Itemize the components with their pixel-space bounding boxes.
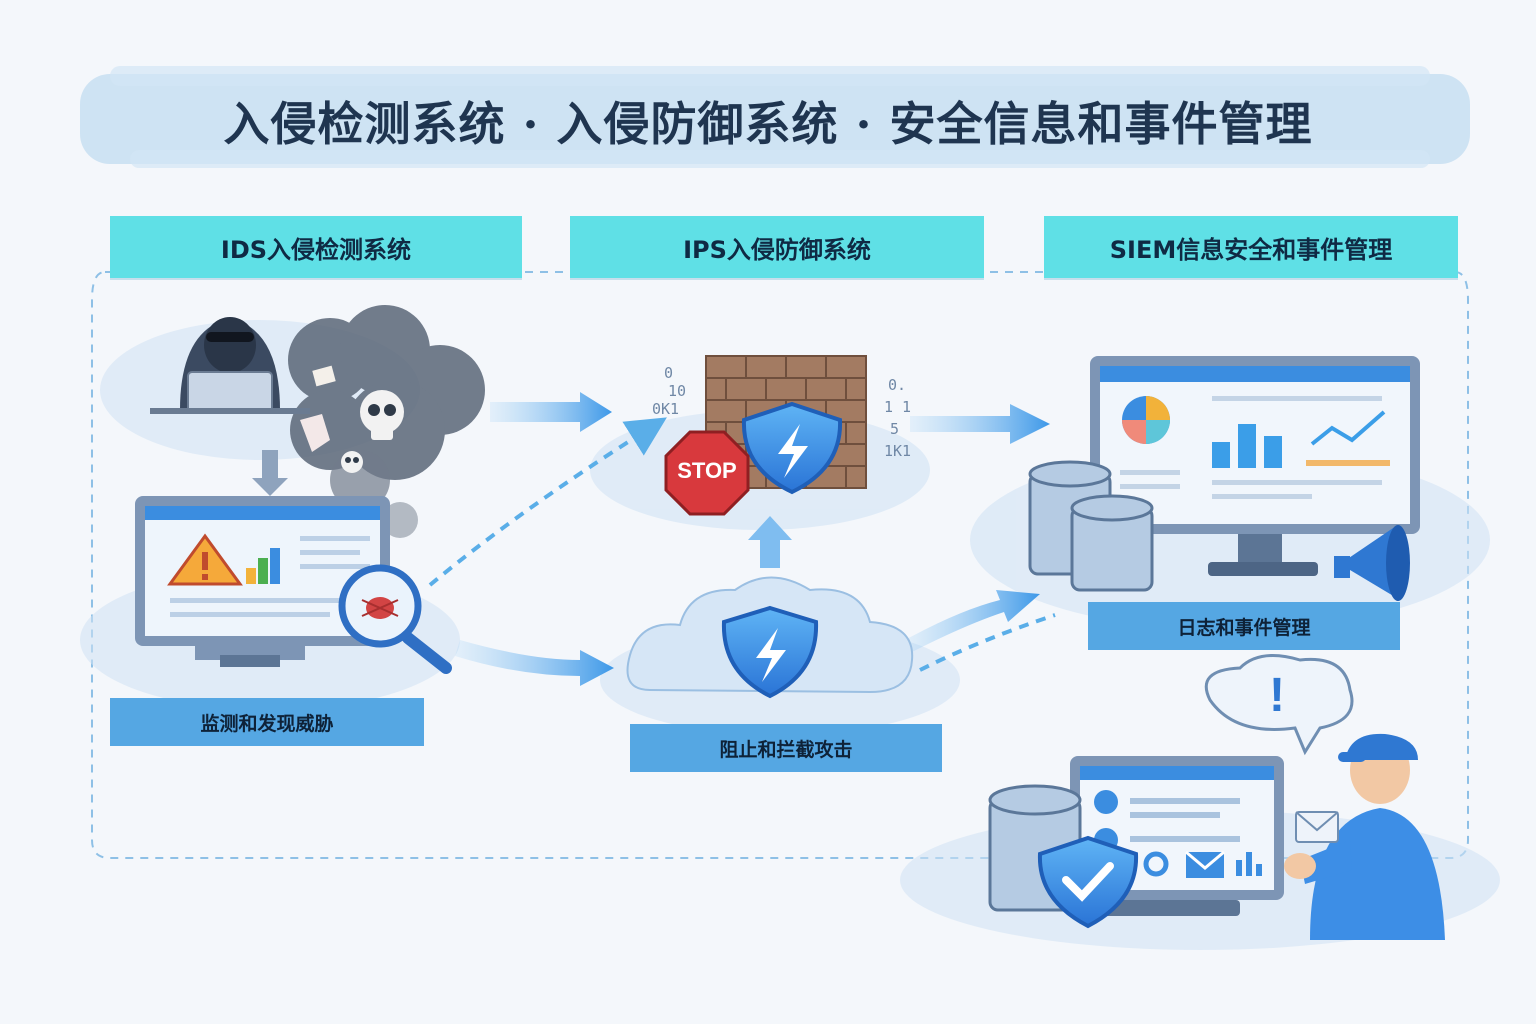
ids-label: 监测和发现威胁 [110,698,424,746]
binary-right-2: 5 [890,420,900,438]
small-bar-chart-icon [246,548,280,584]
dashed-arrow-ids-to-ips [428,417,667,587]
title-wash [80,66,1470,168]
page-title: 入侵检测系统 · 入侵防御系统 · 安全信息和事件管理 [223,97,1313,151]
binary-right-1: 1 1 [884,398,912,416]
pie-chart-icon [1122,396,1170,444]
down-arrow-icon [252,450,288,496]
arrow-cloud-to-wall [748,516,792,568]
stop-sign-icon [664,430,750,516]
alert-exclamation-icon: ! [1269,669,1285,722]
hacker-icon [150,317,310,414]
malware-envelope-icon [312,365,336,387]
megaphone-icon [1334,525,1410,601]
arrow-cloud-to-siem [905,590,1040,652]
binary-left-2: 0K1 [652,400,680,418]
ips-label: 阻止和拦截攻击 [630,724,942,772]
dashed-arrow-cloud-to-siem [919,613,1056,672]
arrow-ips-to-siem-top [910,404,1050,444]
stop-sign-text: STOP [677,458,737,483]
binary-right-0: 0. [888,376,907,394]
siem-header: SIEM信息安全和事件管理 [1044,216,1458,278]
shield-lightning-icon [741,401,843,495]
mail-icon [1185,850,1225,878]
small-skull-icon [341,451,363,473]
database-icon [1028,460,1154,592]
binary-left: 0 10 0K1 [648,364,686,418]
text-lines [1130,798,1240,842]
mini-bar-icon [1236,852,1262,876]
binary-right: 0. 1 1 5 1K1 [880,374,911,462]
text-lines [170,536,370,617]
line-chart-icon [1310,410,1386,446]
shield-lightning-icon [721,605,819,699]
technician-icon [1284,733,1445,940]
shield-broken-icon [300,414,330,452]
ids-header: IDS入侵检测系统 [110,216,522,278]
gear-icon [1143,851,1169,877]
chart-axis [1306,460,1390,466]
bar-chart-icon [1212,424,1282,468]
warning-icon [167,533,243,586]
ips-header: IPS入侵防御系统 [570,216,984,278]
binary-left-0: 0 [664,364,674,382]
arrow-ids-to-ips-top [490,392,612,432]
binary-right-3: 1K1 [884,442,912,460]
siem-label: 日志和事件管理 [1088,602,1400,650]
arrow-ids-to-ips-bottom [455,640,614,686]
bug-icon [361,597,399,619]
binary-left-1: 10 [668,382,687,400]
text-lines [1120,396,1382,499]
shield-check-icon [1037,835,1139,929]
skull-icon [360,390,404,440]
speech-bubble-icon [1204,654,1354,756]
